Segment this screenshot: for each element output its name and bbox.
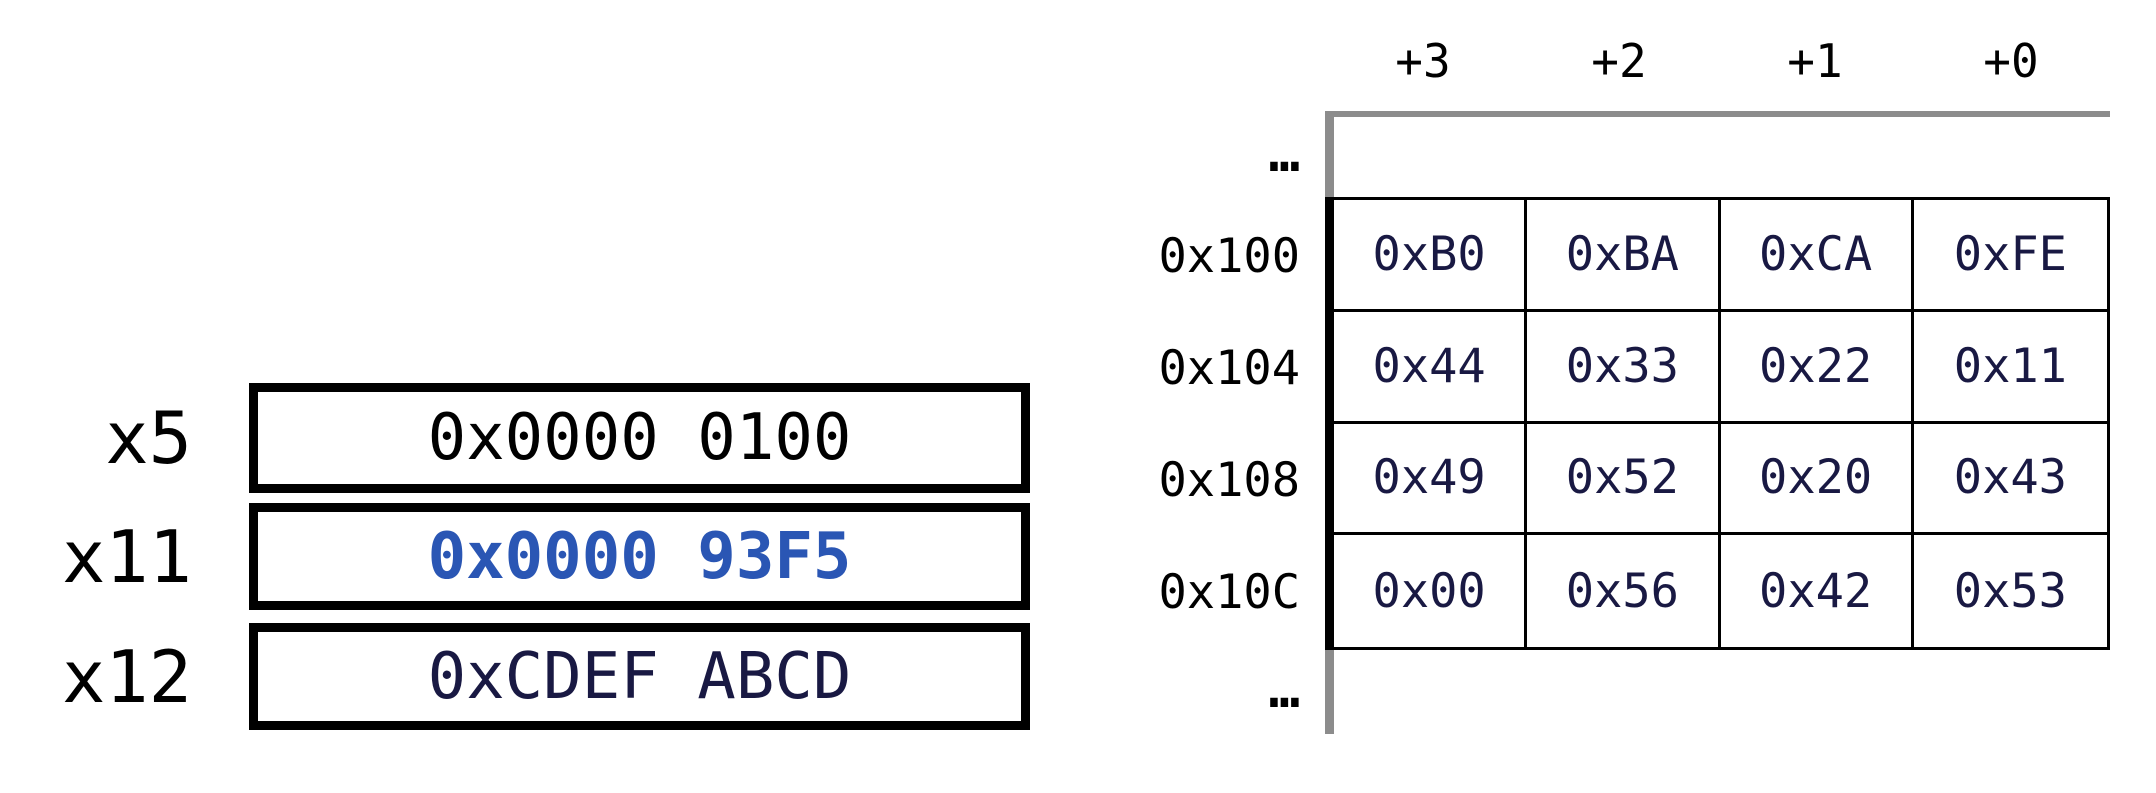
memory-cell-0x10C-plus3: 0x00 [1334, 535, 1528, 647]
memory-cell-0x100-plus1: 0xCA [1720, 200, 1914, 312]
memory-cell-0x108-plus3: 0x49 [1334, 423, 1528, 536]
address-label-0x104: 0x104 [1158, 340, 1300, 396]
offset-header-plus2: +2 [1591, 34, 1647, 88]
memory-continuation-line-bottom [1325, 650, 1334, 734]
memory-cell-0x104-plus2: 0x33 [1527, 311, 1721, 424]
memory-cell-0x100-plus2: 0xBA [1527, 200, 1721, 312]
register-label-x11: x11 [61, 514, 192, 599]
memory-continuation-line-top [1325, 111, 1334, 197]
memory-cell-0x104-plus0: 0x11 [1913, 311, 2107, 424]
register-value-x5: 0x0000 0100 [427, 401, 852, 475]
memory-cell-0x108-plus0: 0x43 [1913, 423, 2107, 536]
memory-cell-0x108-plus1: 0x20 [1720, 423, 1914, 536]
offset-header-plus0: +0 [1983, 34, 2039, 88]
memory-cell-0x108-plus2: 0x52 [1527, 423, 1721, 536]
register-label-x5: x5 [105, 396, 192, 480]
register-label-x12: x12 [61, 634, 192, 719]
memory-top-edge-line [1325, 111, 2110, 117]
memory-ellipsis-top: … [1268, 124, 1300, 184]
offset-header-plus1: +1 [1787, 34, 1843, 88]
memory-cell-0x10C-plus0: 0x53 [1913, 535, 2107, 647]
register-box-x5: 0x0000 0100 [249, 383, 1030, 493]
memory-cell-0x104-plus3: 0x44 [1334, 311, 1528, 424]
memory-ellipsis-bottom: … [1268, 660, 1300, 720]
memory-cell-0x100-plus3: 0xB0 [1334, 200, 1528, 312]
address-label-0x108: 0x108 [1158, 452, 1300, 508]
memory-table: 0xB0 0xBA 0xCA 0xFE 0x44 0x33 0x22 0x11 … [1325, 197, 2110, 650]
register-value-x11: 0x0000 93F5 [427, 519, 852, 594]
address-label-0x10C: 0x10C [1158, 564, 1300, 620]
memory-cell-0x10C-plus2: 0x56 [1527, 535, 1721, 647]
offset-header-plus3: +3 [1395, 34, 1451, 88]
register-value-x12: 0xCDEF ABCD [427, 639, 852, 714]
memory-cell-0x100-plus0: 0xFE [1913, 200, 2107, 312]
memory-cell-0x104-plus1: 0x22 [1720, 311, 1914, 424]
address-label-0x100: 0x100 [1158, 228, 1300, 284]
memory-cell-0x10C-plus1: 0x42 [1720, 535, 1914, 647]
register-box-x12: 0xCDEF ABCD [249, 623, 1030, 730]
register-box-x11: 0x0000 93F5 [249, 503, 1030, 610]
